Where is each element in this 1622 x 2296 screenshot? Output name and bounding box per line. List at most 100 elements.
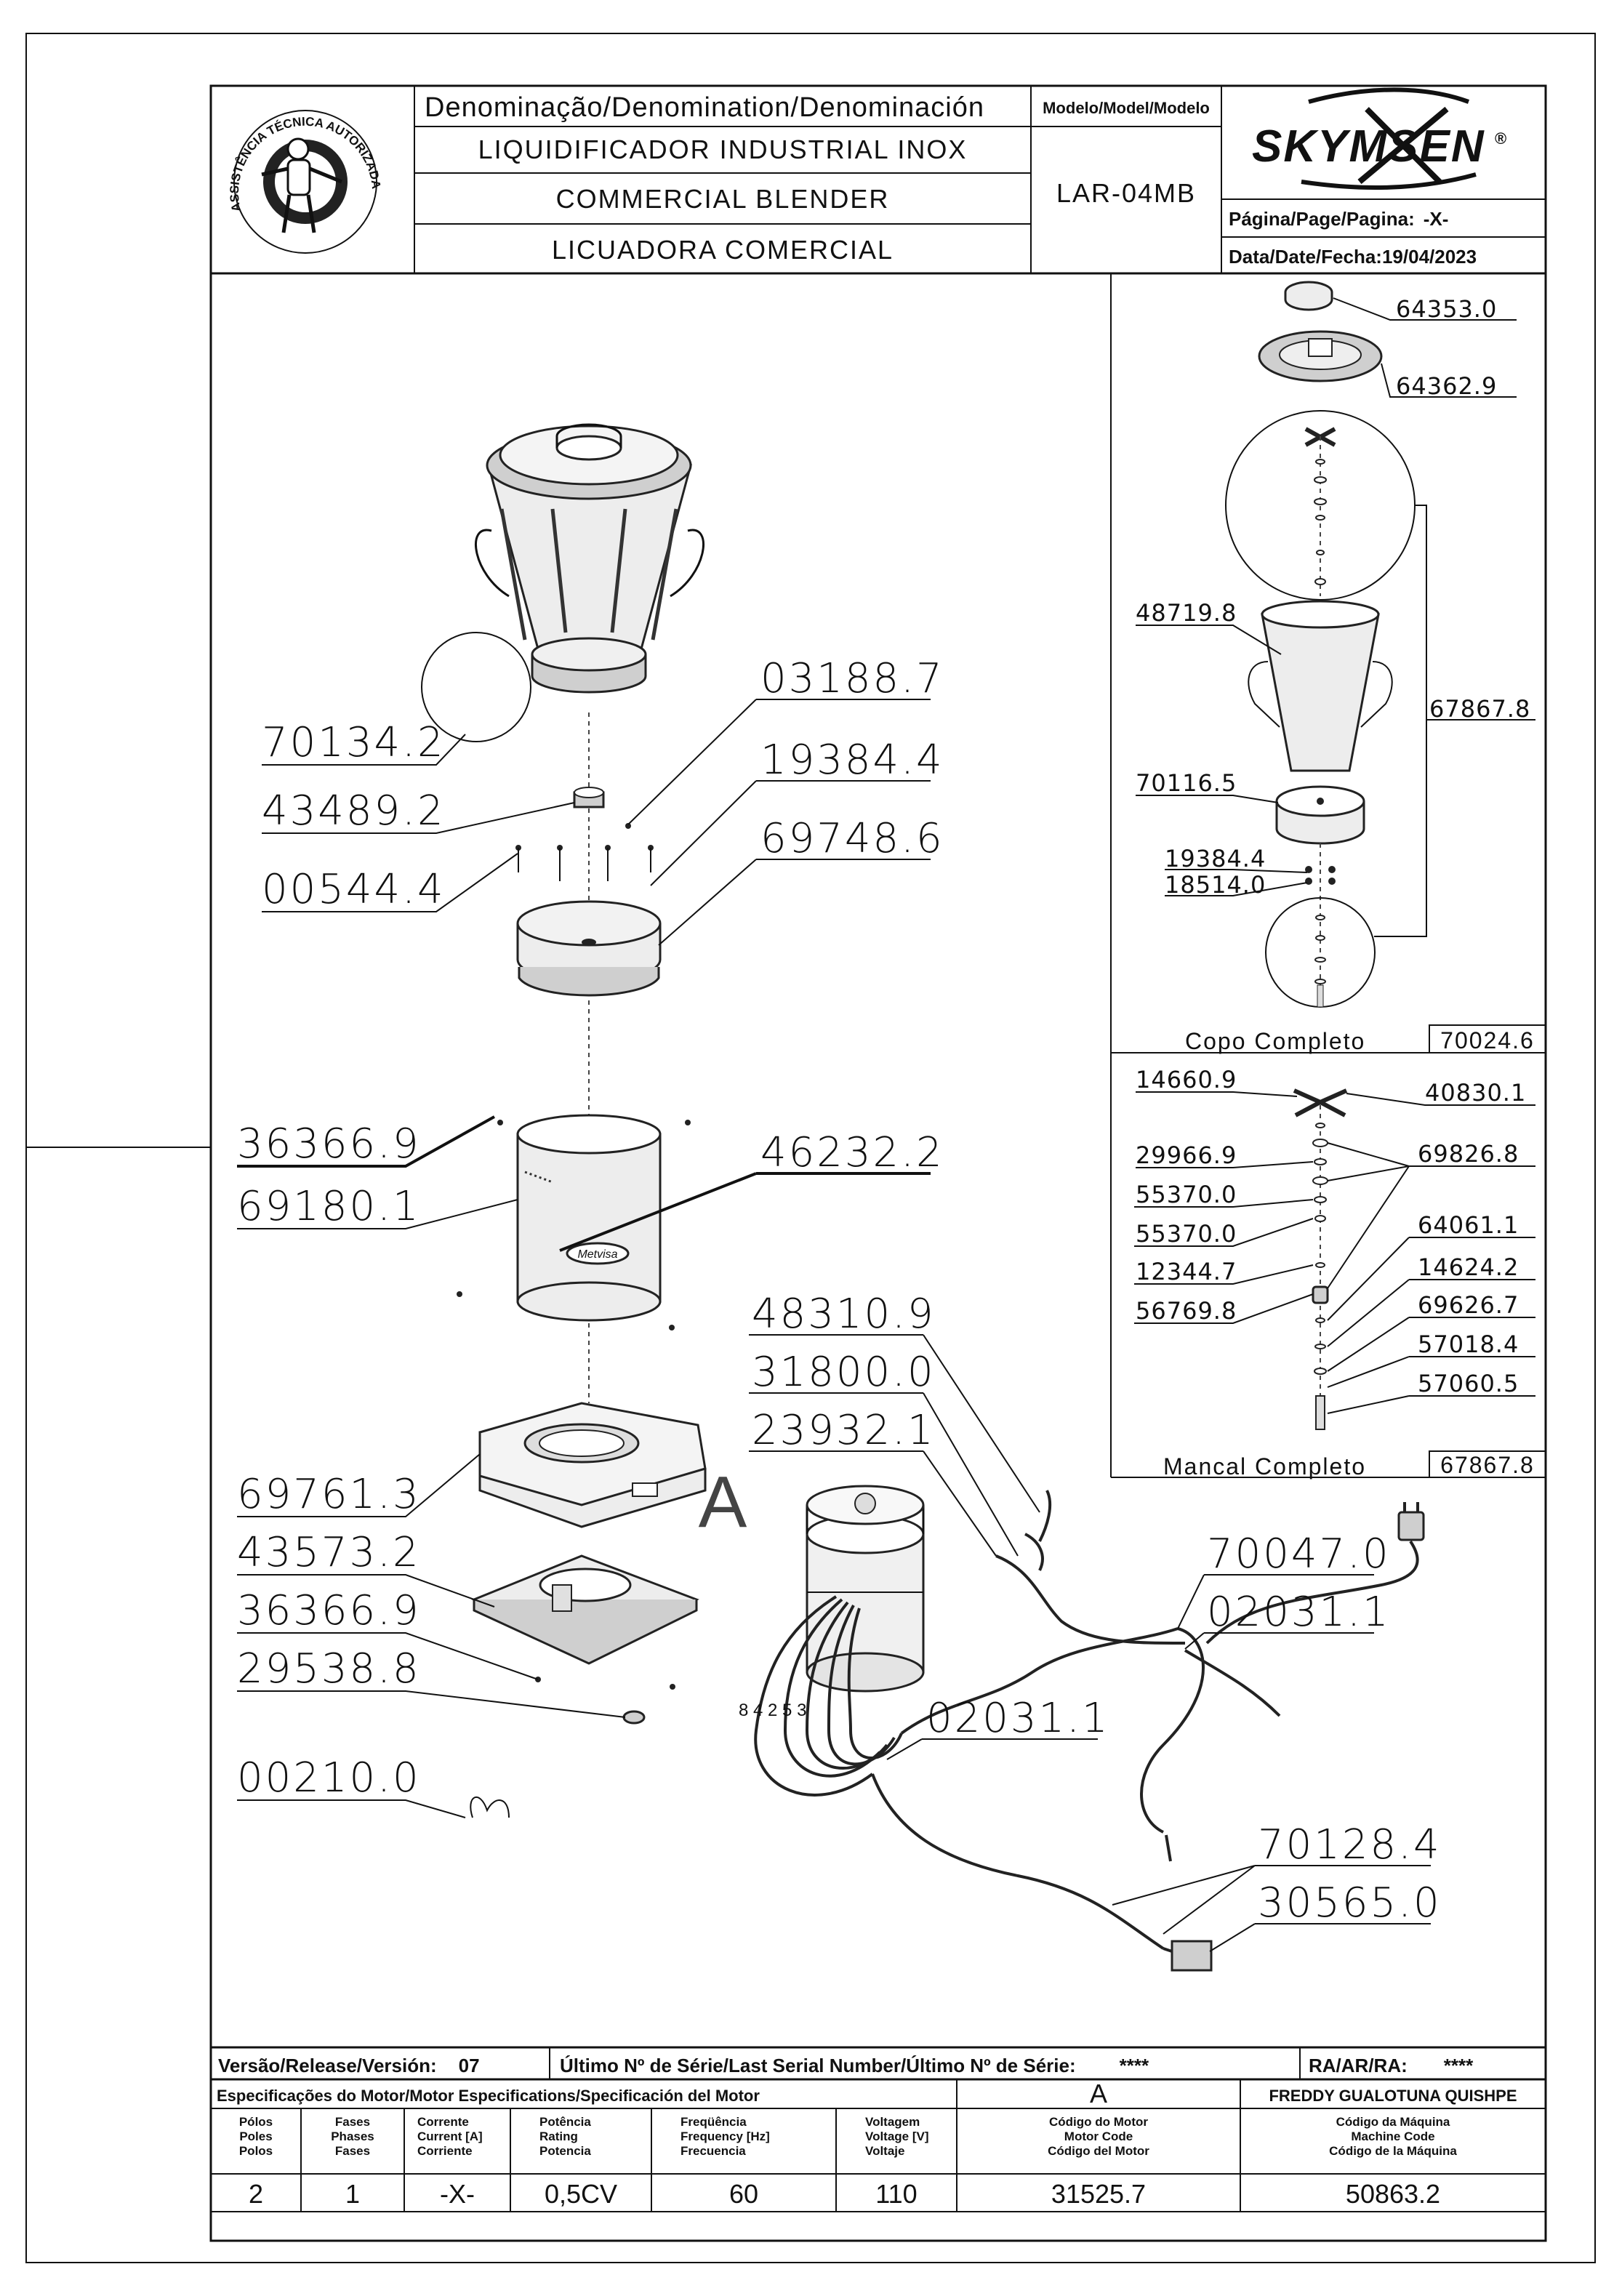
label-56769-8: 56769.8 xyxy=(1136,1297,1237,1325)
ra-label: RA/AR/RA:**** xyxy=(1309,2055,1474,2076)
svg-text:Machine Code: Machine Code xyxy=(1351,2130,1434,2143)
label-64362-9: 64362.9 xyxy=(1396,372,1497,400)
label-23932-1: 23932.1 xyxy=(752,1407,936,1454)
product-name-en: COMMERCIAL BLENDER xyxy=(556,184,890,214)
svg-text:Fases: Fases xyxy=(335,2115,370,2129)
bearing-part xyxy=(1312,1285,1329,1304)
svg-text:0,5CV: 0,5CV xyxy=(545,2179,617,2209)
skymsen-logo: SKYMSEN ® xyxy=(1252,87,1506,190)
spec-col-machine-code: Código da Máquina Machine Code Código de… xyxy=(1329,2115,1457,2209)
jar-assembly xyxy=(475,423,704,694)
label-48719-8: 48719.8 xyxy=(1136,599,1237,627)
svg-text:Potência: Potência xyxy=(539,2115,591,2129)
date-label: Data/Date/Fecha:19/04/2023 xyxy=(1229,246,1477,268)
svg-text:Potencia: Potencia xyxy=(539,2144,591,2158)
label-02031-1-a: 02031.1 xyxy=(1207,1589,1391,1636)
model-label: Modelo/Model/Modelo xyxy=(1043,99,1210,117)
label-29966-9: 29966.9 xyxy=(1136,1141,1237,1169)
svg-text:Voltaje: Voltaje xyxy=(865,2144,904,2158)
svg-text:SKYMSEN: SKYMSEN xyxy=(1252,121,1485,172)
mancal-code: 67867.8 xyxy=(1440,1452,1535,1478)
copo-completo-panel: Copo Completo 70024.6 xyxy=(1110,273,1546,1478)
product-name-es: LICUADORA COMERCIAL xyxy=(552,235,894,265)
svg-text:60: 60 xyxy=(729,2179,758,2209)
svg-text:-X-: -X- xyxy=(440,2179,475,2209)
label-03188-7: 03188.7 xyxy=(760,655,944,702)
label-12344-7: 12344.7 xyxy=(1136,1258,1237,1285)
wire-numbers: 8 4 2 5 3 xyxy=(739,1701,806,1720)
label-70128-4: 70128.4 xyxy=(1258,1821,1442,1868)
mancal-completo-panel: Mancal Completo 67867.8 14660.9 40830.1 … xyxy=(1134,1066,1546,1480)
spec-col-voltage: Voltagem Voltage [V] Voltaje 110 xyxy=(865,2115,929,2209)
label-02031-1-b: 02031.1 xyxy=(926,1695,1110,1742)
svg-text:50863.2: 50863.2 xyxy=(1346,2179,1440,2209)
title-block: ASSISTÊNCIA TÉCNICA AUTORIZADA Denominaç… xyxy=(211,86,1546,275)
version-label: Versão/Release/Versión:07 xyxy=(218,2055,480,2076)
label-43573-2: 43573.2 xyxy=(237,1529,421,1576)
label-48310-9: 48310.9 xyxy=(752,1291,936,1338)
label-40830-1: 40830.1 xyxy=(1425,1079,1526,1107)
denomination-label: Denominação/Denomination/Denominación xyxy=(425,92,984,123)
svg-text:Voltagem: Voltagem xyxy=(865,2115,920,2129)
label-00544-4: 00544.4 xyxy=(262,866,446,913)
label-36366-9-b: 36366.9 xyxy=(237,1587,421,1634)
svg-text:31525.7: 31525.7 xyxy=(1051,2179,1146,2209)
label-00210-0: 00210.0 xyxy=(237,1754,421,1802)
svg-text:Corriente: Corriente xyxy=(417,2144,473,2158)
key-tool xyxy=(470,1796,510,1818)
label-67867-8: 67867.8 xyxy=(1429,695,1530,723)
label-55370-0-b: 55370.0 xyxy=(1136,1220,1237,1248)
svg-text:Código da Máquina: Código da Máquina xyxy=(1336,2115,1450,2129)
jar-base-ring xyxy=(516,900,662,997)
svg-text:Poles: Poles xyxy=(239,2130,272,2143)
label-64353-0: 64353.0 xyxy=(1396,295,1497,323)
label-36366-9-a: 36366.9 xyxy=(237,1120,421,1168)
svg-text:Fases: Fases xyxy=(335,2144,370,2158)
svg-text:Rating: Rating xyxy=(539,2130,578,2143)
svg-text:Código de la Máquina: Código de la Máquina xyxy=(1329,2144,1457,2158)
label-69826-8: 69826.8 xyxy=(1418,1140,1519,1168)
label-19384-4-copo: 19384.4 xyxy=(1165,845,1266,872)
svg-text:Current [A]: Current [A] xyxy=(417,2130,483,2143)
label-30565-0: 30565.0 xyxy=(1258,1879,1442,1927)
label-55370-0-a: 55370.0 xyxy=(1136,1181,1237,1208)
motor-base xyxy=(478,1402,707,1528)
label-70116-5: 70116.5 xyxy=(1136,769,1237,797)
label-18514-0: 18514.0 xyxy=(1165,871,1266,899)
svg-text:Phases: Phases xyxy=(331,2130,374,2143)
jar-part xyxy=(1261,613,1380,772)
callout-circle xyxy=(421,632,531,742)
svg-text:Voltage [V]: Voltage [V] xyxy=(865,2130,929,2143)
motor-spec-label: Especificações do Motor/Motor Especifica… xyxy=(217,2087,760,2105)
technician-name: FREDDY GUALOTUNA QUISHPE xyxy=(1269,2087,1517,2105)
motor-letter: A xyxy=(1090,2079,1107,2108)
main-leaders xyxy=(237,699,1431,1952)
wiring-harness xyxy=(754,1490,1425,1972)
product-name-pt: LIQUIDIFICADOR INDUSTRIAL INOX xyxy=(478,135,968,164)
svg-text:Motor Code: Motor Code xyxy=(1064,2130,1133,2143)
brand-badge: Metvisa xyxy=(577,1248,617,1261)
label-70047-0: 70047.0 xyxy=(1207,1530,1391,1578)
drawing-frame xyxy=(209,84,1547,2242)
svg-text:Polos: Polos xyxy=(239,2144,273,2158)
housing-cylinder: Metvisa xyxy=(516,1114,662,1322)
label-31800-0: 31800.0 xyxy=(752,1349,936,1396)
switch-part xyxy=(1171,1940,1213,1972)
svg-text:Corrente: Corrente xyxy=(417,2115,469,2129)
label-69748-6: 69748.6 xyxy=(760,815,944,862)
svg-text:Frecuencia: Frecuencia xyxy=(680,2144,746,2158)
copo-caption: Copo Completo xyxy=(1185,1028,1365,1054)
label-57018-4: 57018.4 xyxy=(1418,1330,1519,1358)
footer-spec-table: Versão/Release/Versión:07 Último Nº de S… xyxy=(211,2046,1546,2212)
foot-part xyxy=(622,1710,646,1725)
label-69626-7: 69626.7 xyxy=(1418,1291,1519,1319)
spec-col-motor-code: Código do Motor Motor Code Código del Mo… xyxy=(1048,2115,1149,2209)
motor-unit xyxy=(806,1485,925,1693)
label-64061-1: 64061.1 xyxy=(1418,1211,1519,1239)
main-exploded-view: Metvisa A xyxy=(237,423,1442,1972)
spec-col-frequency: Freqüência Frequency [Hz] Frecuencia 60 xyxy=(680,2115,770,2209)
label-14624-2: 14624.2 xyxy=(1418,1253,1519,1281)
label-69761-3: 69761.3 xyxy=(237,1471,421,1518)
svg-text:Freqüência: Freqüência xyxy=(680,2115,747,2129)
